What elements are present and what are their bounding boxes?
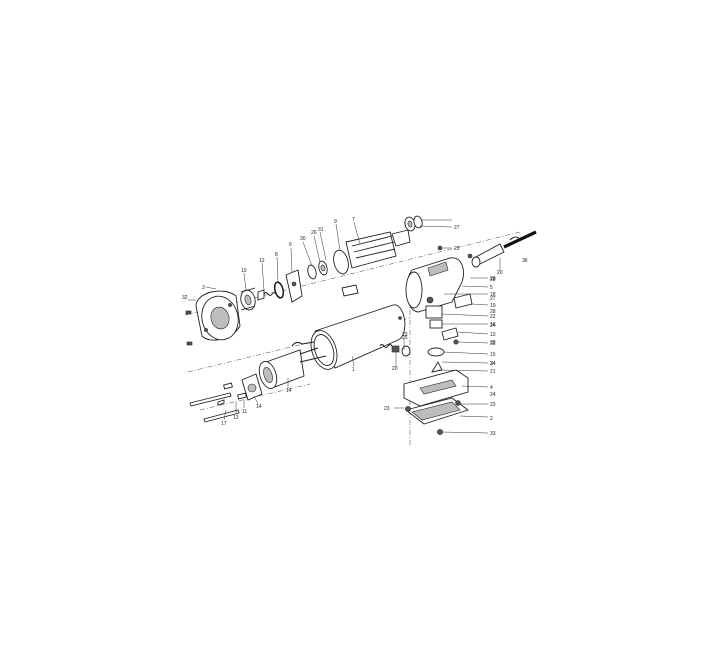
- callout-27b: 27: [490, 296, 496, 302]
- retaining-ring: [273, 281, 285, 299]
- end-bracket: [241, 373, 263, 401]
- callout-27a: 27: [454, 225, 460, 231]
- callout-8: 8: [275, 252, 278, 258]
- callout-24b: 24: [490, 323, 496, 329]
- callout-18: 18: [490, 292, 496, 298]
- callout-36: 36: [522, 258, 528, 264]
- callout-30: 30: [300, 236, 306, 242]
- callout-24c: 24: [490, 392, 496, 398]
- leader-lines: [188, 219, 501, 434]
- switch-cover: [403, 361, 469, 407]
- spring-shaft: [257, 289, 277, 301]
- callout-28b: 28: [490, 309, 496, 315]
- bracket-plate: [285, 269, 303, 303]
- callout-33: 33: [490, 431, 496, 437]
- callout-5: 5: [490, 285, 493, 291]
- callout-19: 19: [490, 303, 496, 309]
- callout-11: 11: [242, 409, 247, 415]
- callout-16: 16: [490, 322, 496, 328]
- callout-13b: 13: [233, 415, 239, 421]
- callout-31: 31: [318, 227, 324, 233]
- callout-4: 4: [490, 385, 493, 391]
- callout-23c: 23: [490, 276, 496, 282]
- callout-22b: 22: [490, 314, 496, 320]
- switch-parts: [425, 293, 473, 357]
- callout-32a: 32: [182, 295, 188, 301]
- callout-22c: 22: [490, 341, 496, 347]
- callout-3: 3: [202, 285, 205, 291]
- callout-22a: 22: [454, 246, 460, 252]
- brush-holder: [341, 284, 411, 357]
- callout-14a: 14: [256, 404, 262, 410]
- rods-and-brushes: [189, 382, 247, 423]
- stator: [258, 341, 327, 389]
- armature: [333, 229, 411, 275]
- gear-housing-cap: [195, 290, 241, 341]
- bearing-set: [404, 215, 423, 232]
- callout-6: 6: [289, 242, 292, 248]
- callout-23b: 23: [402, 332, 408, 338]
- callout-34: 34: [490, 361, 496, 367]
- callout-12: 12: [259, 258, 265, 264]
- callout-1: 1: [352, 367, 355, 373]
- callout-32b: 32: [490, 340, 496, 346]
- gear: [240, 287, 256, 311]
- cable-assembly: [471, 230, 537, 268]
- callout-25: 25: [402, 335, 408, 341]
- callout-23a: 23: [490, 402, 496, 408]
- callout-7: 7: [352, 217, 355, 223]
- callout-labels: 1 2 3 4 5 6 7 8 9 10 11 12 13 13 14 14 1…: [182, 217, 528, 437]
- callout-15: 15: [490, 352, 496, 358]
- callout-28a: 28: [490, 277, 496, 283]
- callout-20b: 20: [392, 366, 398, 372]
- motor-housing: [310, 304, 406, 370]
- callout-26: 26: [311, 230, 317, 236]
- callout-21: 21: [490, 369, 496, 375]
- switch-housing: [405, 257, 464, 313]
- callout-2: 2: [490, 416, 493, 422]
- washers: [307, 260, 328, 280]
- callout-23d: 23: [384, 406, 390, 412]
- callout-20a: 20: [497, 270, 503, 276]
- callout-14b: 14: [286, 388, 292, 394]
- callout-17: 17: [221, 421, 227, 427]
- callout-10: 10: [241, 268, 247, 274]
- bottom-plate: [405, 397, 469, 425]
- screws-bottom: [405, 245, 473, 435]
- callout-13a: 13: [490, 332, 496, 338]
- screws-cap: [185, 310, 193, 346]
- callout-9: 9: [334, 219, 337, 225]
- callout-24a: 24: [490, 361, 496, 367]
